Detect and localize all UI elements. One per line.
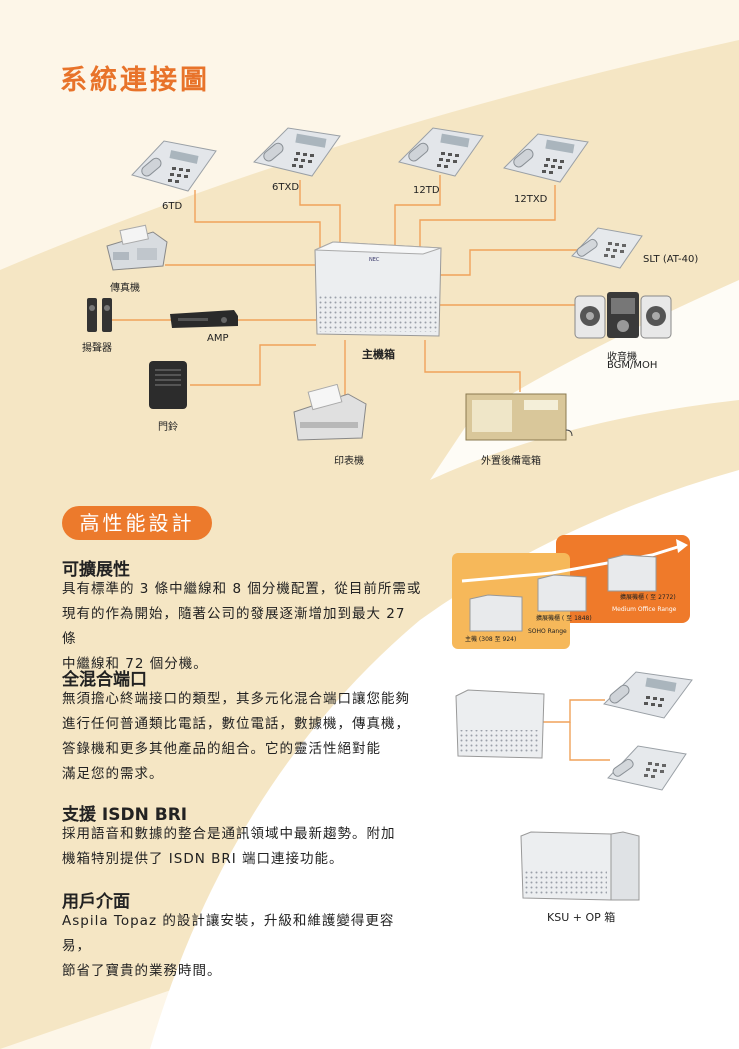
amplifier-icon [170,310,238,328]
telephone-6td-icon [131,140,217,192]
doorbell-icon [149,361,187,409]
label-speaker: 揚聲器 [82,343,112,354]
speaker-icon [87,298,112,332]
label-12td: 12TD [413,185,440,196]
label-6txd: 6TXD [272,182,300,193]
cabinet-icon [455,689,545,759]
ksu-op-box-icon [520,831,640,901]
backup-power-box-icon [465,393,573,441]
label-fax: 傳真機 [110,283,140,294]
svg-text:NEC: NEC [369,257,380,263]
section-text-isdn: 採用語音和數據的整合是通訊領域中最新趨勢。附加 機箱特別提供了 ISDN BRI… [62,826,396,867]
telephone-12txd-icon [503,133,589,183]
page-title: 系統連接圖 [60,65,210,96]
label-radio: 收音機 [607,352,637,363]
label-expansion-2: 擴展機櫃 ( 至 2772) [620,594,676,601]
section-heading-user-interface: 用戶介面 [62,892,130,912]
section-heading-hybrid-ports: 全混合端口 [62,670,147,690]
telephone-6txd-icon [253,127,341,177]
label-main-range: 主機 (308 至 924) [465,636,517,643]
label-slt: SLT (AT-40) [643,254,699,265]
telephone-12td-icon [398,127,484,177]
label-6td: 6TD [162,201,183,212]
slt-telephone-icon [571,227,643,269]
section-heading-isdn: 支援 ISDN BRI [62,805,188,825]
label-12txd: 12TXD [514,194,548,205]
analog-telephone-icon [607,745,687,791]
label-expansion-1: 擴展機櫃 ( 至 1848) [536,615,592,622]
digital-telephone-icon [603,671,693,719]
radio-icon [574,292,672,339]
label-bgm-moh: BGM/MOH [607,360,658,371]
section-heading-scalability: 可擴展性 [62,560,130,580]
section-text-user-interface: Aspila Topaz 的設計讓安裝，升級和維護變得更容易， 節省了寶貴的業務… [62,913,395,979]
main-cabinet-icon: NEC [314,241,442,337]
section-text-scalability: 具有標準的 3 條中繼線和 8 個分機配置，從目前所需或 現有的作為開始，隨著公… [62,581,422,672]
label-backup-box: 外置後備電箱 [481,456,541,467]
label-printer: 印表機 [334,456,364,467]
label-doorbell: 門鈴 [158,422,178,433]
features-heading: 高性能設計 [62,506,212,540]
label-amp: AMP [207,333,229,344]
label-medium-office: Medium Office Range [612,606,677,613]
label-ksu-op: KSU + OP 箱 [547,911,616,924]
label-main-box: 主機箱 [362,348,395,361]
section-text-hybrid-ports: 無須擔心終端接口的類型，其多元化混合端口讓您能夠 進行任何普通類比電話，數位電話… [62,691,410,782]
printer-icon [293,384,367,441]
label-soho-range: SOHO Range [528,628,567,635]
expansion-graphic [452,535,690,649]
fax-machine-icon [106,224,168,271]
